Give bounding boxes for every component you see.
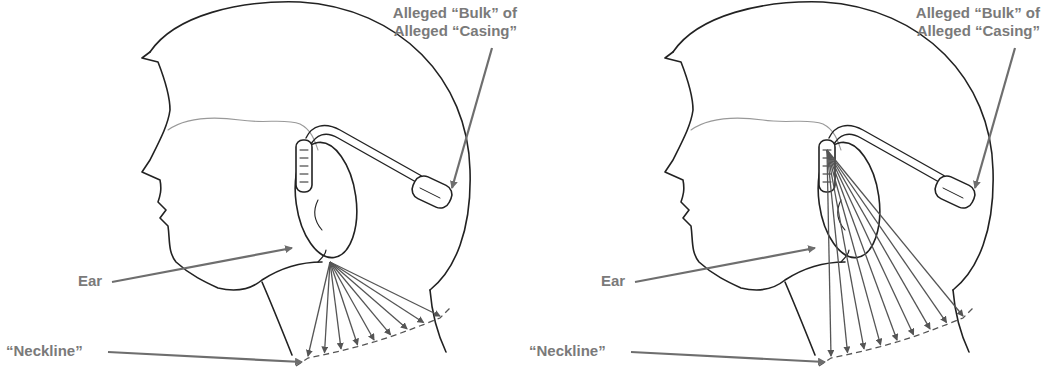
annotation-label: “Neckline” — [529, 342, 629, 360]
vibration-line — [827, 150, 963, 316]
annotation-label: Alleged “Bulk” of Alleged “Casing” — [352, 4, 517, 40]
vibration-line — [330, 262, 374, 340]
vibration-line — [827, 150, 914, 335]
vibration-line — [330, 262, 341, 349]
vibration-line — [330, 262, 440, 316]
vibration-line — [827, 150, 930, 329]
annotation-label: Ear — [78, 272, 118, 290]
vibration-line — [827, 150, 897, 340]
annotation-label: “Neckline” — [6, 342, 106, 360]
vibration-line — [308, 262, 330, 356]
vibration-line — [827, 150, 947, 323]
vibration-line — [330, 262, 424, 323]
vibration-line — [827, 150, 864, 349]
vibration-line — [330, 262, 391, 335]
vibration-line — [330, 262, 407, 329]
annotation-label: Alleged “Bulk” of Alleged “Casing” — [875, 4, 1040, 40]
neckline-arc — [296, 306, 452, 366]
vibration-line — [325, 262, 331, 353]
neckline-arc — [819, 306, 975, 366]
annotation-label: Ear — [601, 272, 641, 290]
